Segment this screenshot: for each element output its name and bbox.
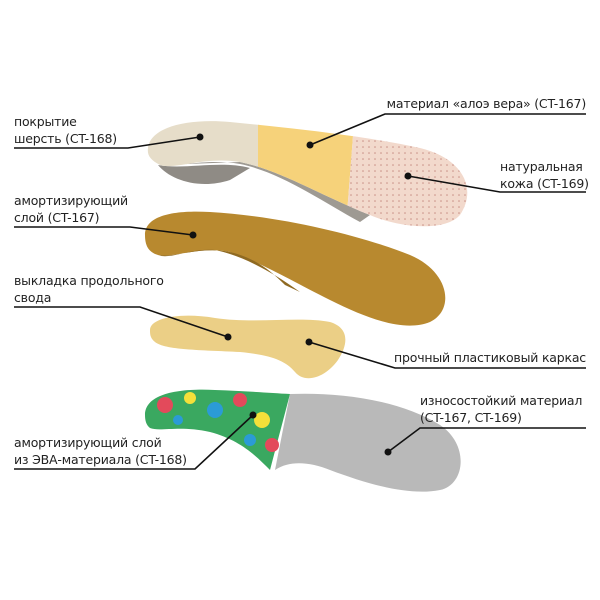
label-aloe-vera: материал «алоэ вера» (CT-167): [386, 96, 587, 111]
label-line: слой (CT-167): [14, 210, 100, 225]
label-line: износостойкий материал: [420, 393, 583, 408]
cushion-layer: [145, 211, 446, 326]
label-wool-cover: покрытие шерсть (CT-168): [14, 113, 117, 147]
label-eva-layer: амортизирующий слой из ЭВА-материала (CT…: [14, 434, 187, 468]
label-line: свода: [14, 290, 52, 305]
label-plastic-frame: прочный пластиковый каркас: [394, 350, 586, 365]
label-line: шерсть (CT-168): [14, 131, 117, 146]
label-line: амортизирующий: [14, 193, 128, 208]
label-natural-leather: натуральная кожа (CT-169): [500, 158, 589, 192]
label-wear-resistant: износостойкий материал (CT-167, CT-169): [420, 392, 582, 426]
label-line: выкладка продольного: [14, 273, 164, 288]
label-line: из ЭВА-материала (CT-168): [14, 452, 187, 467]
leader-lines: [14, 113, 586, 470]
label-arch-support: выкладка продольного свода: [14, 272, 164, 306]
label-line: кожа (CT-169): [500, 176, 589, 191]
eva-base-layer: [145, 389, 461, 492]
label-line: амортизирующий слой: [14, 435, 162, 450]
label-cushion-layer: амортизирующий слой (CT-167): [14, 192, 128, 226]
label-line: покрытие: [14, 114, 77, 129]
label-line: натуральная: [500, 159, 583, 174]
label-line: (CT-167, CT-169): [420, 410, 522, 425]
arch-support-layer: [150, 315, 346, 379]
callout-dots: [189, 133, 412, 456]
